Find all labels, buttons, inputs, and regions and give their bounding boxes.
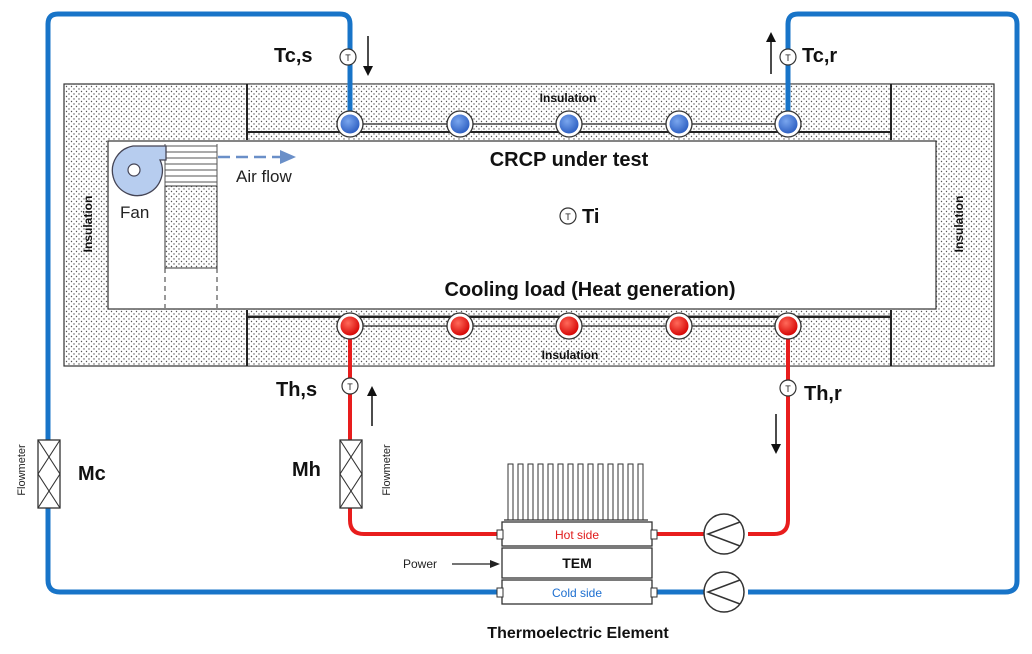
svg-text:T: T — [345, 53, 351, 63]
hot-pump-icon — [703, 513, 745, 555]
tem-module — [501, 547, 653, 579]
cold-loop — [37, 11, 1020, 595]
test-room — [107, 140, 937, 310]
arrow-down-icon — [771, 444, 781, 454]
arrow-up-icon — [766, 32, 776, 42]
air-duct — [164, 185, 218, 269]
hot-node — [559, 316, 579, 336]
hot-node — [340, 316, 360, 336]
label-fan: Fan — [120, 203, 149, 222]
cold-node — [340, 114, 360, 134]
label-cooling-load: Cooling load (Heat generation) — [444, 279, 735, 301]
cold-side-plate — [501, 579, 653, 605]
hot-nodes — [336, 312, 802, 340]
label-ti: Ti — [582, 206, 599, 228]
label-insulation-top: Insulation — [540, 91, 597, 105]
hot-node — [778, 316, 798, 336]
hot-node — [450, 316, 470, 336]
label-tc-r: Tc,r — [802, 45, 837, 67]
cold-supply-pipe — [45, 11, 502, 595]
label-tem: TEM — [562, 555, 592, 571]
hot-loop — [339, 330, 790, 536]
label-cold-side: Cold side — [552, 586, 602, 600]
sensor-th-s: T — [341, 377, 359, 395]
hot-supply-pipe — [348, 330, 502, 536]
cold-flowmeter — [37, 439, 61, 509]
label-flowmeter-left: Flowmeter — [16, 444, 28, 496]
sensor-th-r: T — [779, 379, 797, 397]
label-insulation-left: Insulation — [81, 196, 95, 253]
label-insulation-bottom: Insulation — [542, 348, 599, 362]
svg-text:T: T — [565, 212, 571, 222]
hot-flowmeter — [339, 439, 363, 509]
svg-text:T: T — [347, 382, 353, 392]
svg-text:T: T — [785, 384, 791, 394]
cold-return-pipe — [748, 11, 1020, 595]
label-air-flow: Air flow — [236, 167, 292, 186]
svg-text:T: T — [785, 53, 791, 63]
hot-return-pipe — [748, 330, 790, 536]
air-flow-arrowhead — [280, 150, 296, 164]
label-insulation-right: Insulation — [952, 196, 966, 253]
flow-arrows — [363, 32, 781, 454]
cold-node — [559, 114, 579, 134]
thermoelectric-element — [452, 463, 658, 605]
sensor-tc-s: T — [339, 48, 357, 66]
label-mh: Mh — [292, 459, 321, 481]
label-tc-s: Tc,s — [274, 45, 313, 67]
sensor-ti: T — [559, 207, 577, 225]
sensor-tc-r: T — [779, 48, 797, 66]
label-thermoelectric: Thermoelectric Element — [487, 625, 669, 642]
fan-assembly — [111, 144, 296, 308]
arrow-up-icon — [367, 386, 377, 396]
fan-icon — [111, 145, 167, 197]
cold-nodes — [336, 110, 802, 138]
cold-node — [450, 114, 470, 134]
arrow-down-icon — [363, 66, 373, 76]
hot-side-plate — [501, 521, 653, 547]
label-flowmeter-right: Flowmeter — [381, 444, 393, 496]
label-power: Power — [403, 557, 437, 571]
label-hot-side: Hot side — [555, 528, 599, 542]
cold-node — [778, 114, 798, 134]
cold-node — [669, 114, 689, 134]
label-th-r: Th,r — [804, 383, 842, 405]
power-arrow-icon — [490, 560, 500, 568]
label-mc: Mc — [78, 463, 106, 485]
cold-pump-icon — [703, 571, 745, 613]
label-th-s: Th,s — [276, 379, 317, 401]
label-crcp: CRCP under test — [490, 149, 649, 171]
heat-sink-fins — [504, 463, 648, 521]
fan-grille — [164, 144, 218, 186]
hot-node — [669, 316, 689, 336]
